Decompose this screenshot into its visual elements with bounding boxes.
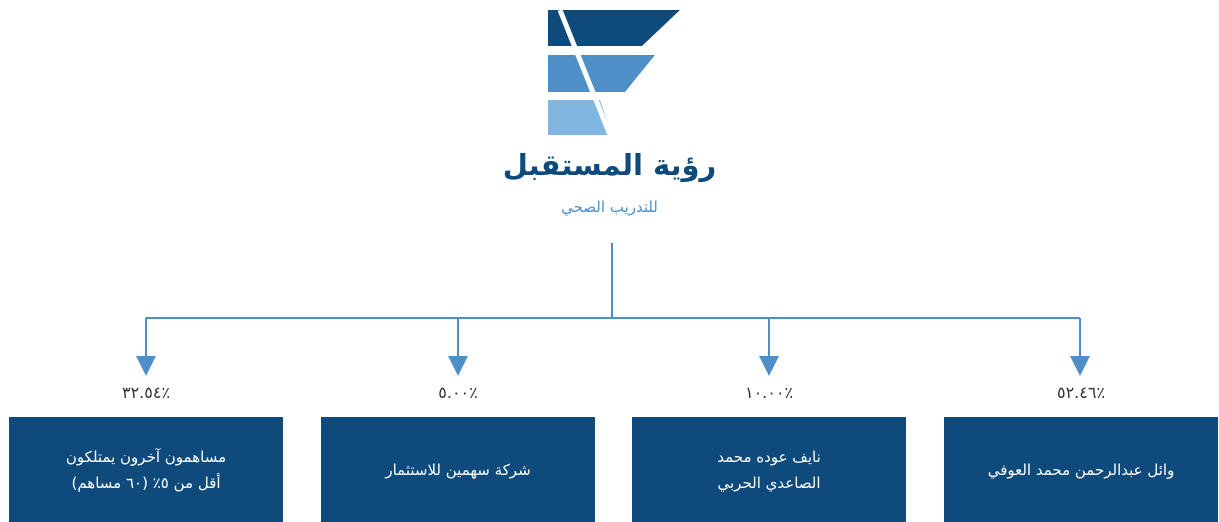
shareholder-name-line1: وائل عبدالرحمن محمد العوفي <box>987 460 1175 479</box>
logo-title: رؤية المستقبل <box>502 148 717 182</box>
shareholder-percent: ٪٥.٠٠ <box>438 383 478 402</box>
shareholder-box: نايف عوده محمد الصاعدي الحربي <box>632 417 906 522</box>
logo-diagonal-cut <box>557 9 615 141</box>
shareholder-percent: ٪١٠.٠٠ <box>744 383 794 402</box>
logo-stripe-bottom <box>548 100 612 135</box>
logo-stripe-middle <box>548 55 655 92</box>
logo-mark <box>548 9 680 141</box>
shareholder-name-line2: الصاعدي الحربي <box>717 473 821 492</box>
shareholder-box: مساهمون آخرون يمتلكون أقل من ٥٪ (٦٠ مساه… <box>9 417 283 522</box>
shareholder-name-line1: شركة سهمين للاستثمار <box>385 460 531 479</box>
shareholder-name-line1: مساهمون آخرون يمتلكون <box>65 447 227 466</box>
shareholder-name-line2: أقل من ٥٪ (٦٠ مساهم) <box>71 473 221 492</box>
shareholder-box: شركة سهمين للاستثمار <box>321 417 595 522</box>
shareholder-percent: ٪٣٢.٥٤ <box>121 383 171 402</box>
shareholder-name-line1: نايف عوده محمد <box>717 447 821 466</box>
shareholder-box: وائل عبدالرحمن محمد العوفي <box>944 417 1218 522</box>
logo-stripe-top <box>548 10 680 46</box>
logo-subtitle: للتدريب الصحي <box>561 198 658 216</box>
shareholder-percent: ٪٥٢.٤٦ <box>1056 383 1106 402</box>
